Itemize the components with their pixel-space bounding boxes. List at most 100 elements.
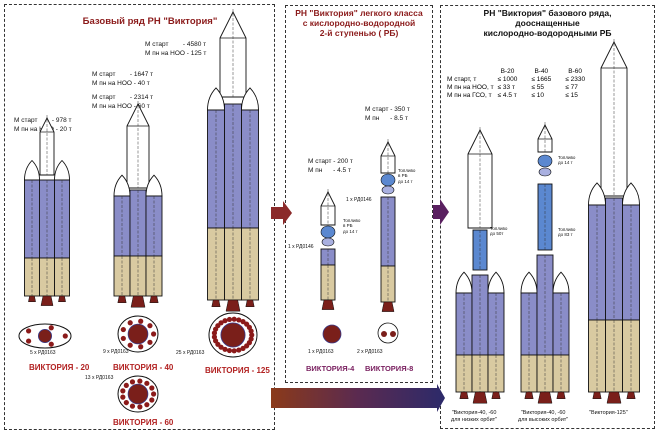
payload-fairing-v40 (126, 101, 150, 189)
engine-dot (144, 402, 150, 408)
engine-nozzle (592, 391, 602, 399)
engine-nozzle (459, 391, 469, 399)
stage-1-tank (54, 179, 70, 259)
middle-title-line: 2-й ступенью ( РБ) (319, 28, 399, 39)
engine-dot (149, 397, 155, 403)
engine-nozzle (556, 391, 566, 399)
stage-1-lower (113, 255, 131, 297)
engine-nozzle (40, 295, 54, 306)
table-row: М пн на НОО, т≤ 33 т≤ 55≤ 77 (447, 84, 578, 91)
engine-dot (249, 332, 255, 338)
cross-section-v20 (18, 323, 72, 349)
engine-dot (244, 343, 250, 349)
name-viktoria-40: ВИКТОРИЯ - 40 (113, 363, 174, 372)
payload-fairing-high (537, 122, 553, 153)
upper-stage-tank (320, 225, 336, 239)
engine-dot (236, 317, 242, 323)
table-header-row: В-20 В-40 В-60 (500, 68, 583, 75)
section-core (220, 322, 246, 348)
engine-label-v4: 1 x РД0163 (308, 349, 334, 355)
stage-block (622, 204, 640, 321)
engine-dot (240, 319, 246, 325)
cross-section-v125 (208, 312, 258, 358)
middle-title-line: РН "Виктория" легкого класса (295, 8, 423, 18)
engine-dot (231, 316, 237, 322)
upper-stage-tank (381, 185, 395, 195)
upper-stage-tank (380, 173, 396, 187)
engine-dot (236, 347, 242, 353)
right-title-line: дооснащенные (515, 18, 580, 29)
engine-dot (222, 318, 228, 324)
booster-nose (145, 174, 163, 197)
engine-nozzle (58, 295, 66, 303)
engine-nozzle (491, 391, 501, 399)
stage-1-lower (588, 319, 606, 393)
stage-1-lower (207, 227, 225, 301)
engine-dot (25, 338, 32, 344)
stage-block (588, 204, 606, 321)
engine-dot (147, 323, 153, 329)
stage-1-lower (380, 265, 396, 303)
engine-dot (127, 342, 133, 348)
stage-1-lower (320, 264, 336, 301)
engine-dot (123, 382, 129, 389)
engine-dot (25, 328, 32, 334)
engine-label-v60: 13 x РД0163 (85, 375, 114, 381)
engine-dot (226, 347, 233, 354)
stage-1-lower (145, 255, 163, 297)
name-viktoria-8: ВИКТОРИЯ-8 (365, 364, 414, 373)
stage-1-lower (241, 227, 259, 301)
stage-1-tank (241, 109, 259, 229)
booster-nose (54, 159, 70, 181)
booster-nose (487, 271, 505, 294)
stage-1-lower (24, 257, 40, 297)
booster-nose (24, 159, 40, 181)
stage-1-tank (380, 196, 396, 267)
stage-1-lower (471, 354, 489, 393)
engine-dot (62, 333, 68, 339)
fuel-note-high-orbit-lower: Топливо до 83 т (558, 227, 576, 238)
engine-nozzle (472, 391, 488, 404)
engine-nozzle (245, 299, 255, 307)
upper-engine-label-v8: 1 x РД0146 (346, 197, 372, 203)
payload-fairing-v20 (39, 115, 55, 176)
stage-1-tank (224, 103, 242, 229)
stage-1-tank (520, 292, 538, 356)
engine-label-v20: 5 x РД0163 (30, 350, 56, 356)
middle-panel-title: РН "Виктория" легкого класса с кислородн… (285, 8, 433, 39)
payload-fairing-v125 (219, 9, 247, 98)
caption-low-orbit: "Виктория-40, -60 для низких орбит" (451, 410, 498, 423)
stage-1-lower (487, 354, 505, 393)
arrow-bottom (271, 384, 445, 412)
engine-dot (231, 348, 237, 354)
engine-dot (151, 391, 157, 397)
fuel-note-high-orbit-upper: Топливо до 14 т (558, 155, 576, 166)
engine-dot (120, 326, 126, 333)
engine-dot (248, 328, 254, 334)
cross-section-v8 (377, 322, 399, 344)
table-row: М пн на ГСО, т≤ 4.5 т≤ 10≤ 15 (447, 92, 578, 99)
engine-dot (381, 331, 387, 337)
stage-1-tank (320, 248, 336, 266)
middle-title-line: с кислородно-водородной (302, 18, 416, 29)
stage-1-lower (536, 354, 554, 393)
engine-nozzle (626, 391, 636, 399)
name-viktoria-20: ВИКТОРИЯ - 20 (29, 363, 90, 372)
engine-nozzle (211, 299, 221, 307)
engine-nozzle (381, 301, 395, 312)
engine-nozzle (130, 295, 146, 308)
engine-dot (144, 380, 150, 386)
stage-1-lower (552, 354, 570, 393)
booster-nose (241, 87, 259, 111)
stage-1-tank (113, 195, 131, 257)
stage-1-tank (145, 195, 163, 257)
engine-dot (137, 404, 143, 410)
engine-nozzle (225, 299, 241, 312)
engine-dot (137, 378, 143, 384)
stage-1-tank (552, 292, 570, 356)
stage-1-lower (622, 319, 640, 393)
table-row: М старт, т≤ 1000≤ 1665≤ 2330 (447, 76, 586, 83)
booster-nose (622, 182, 640, 206)
right-title-line: РН "Виктория" базового ряда, (483, 8, 612, 18)
